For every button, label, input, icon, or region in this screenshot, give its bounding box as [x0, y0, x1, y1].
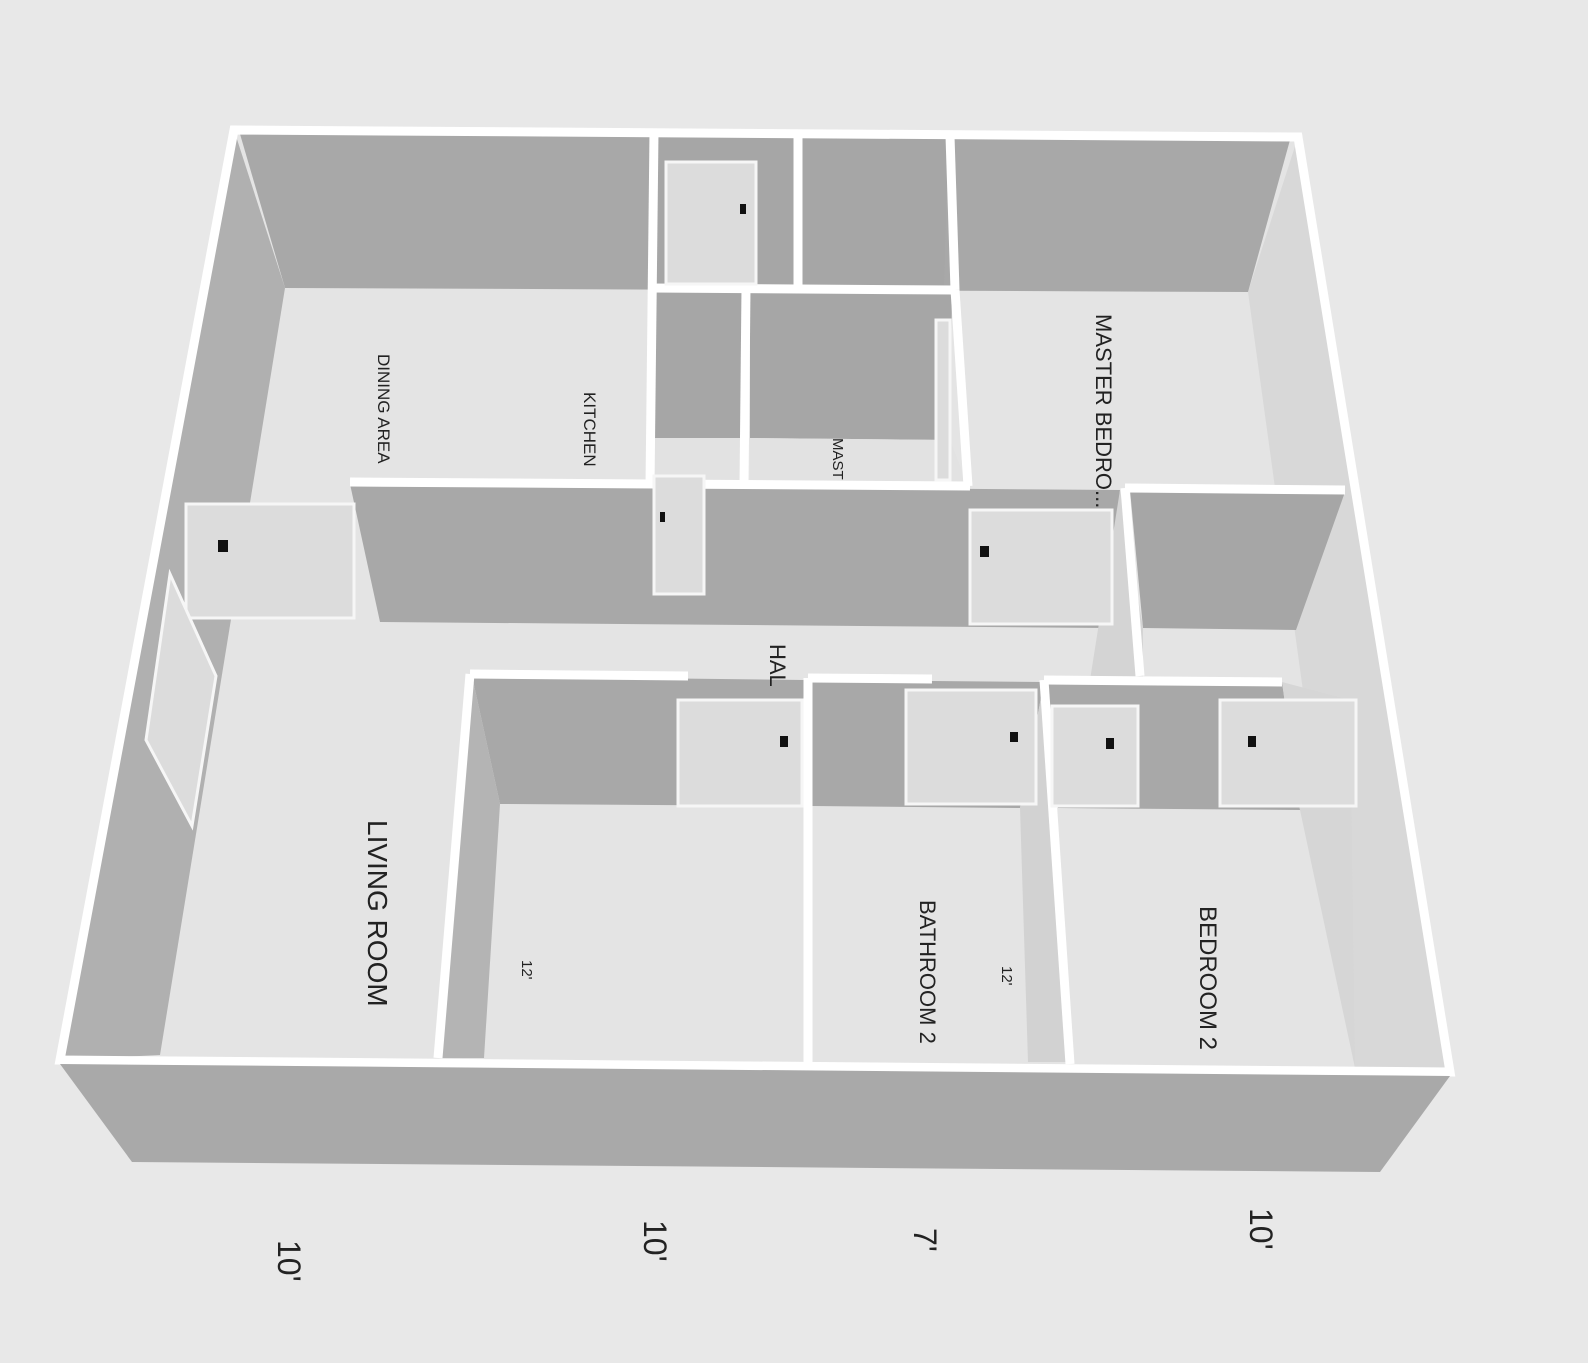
- door-dining-hall[interactable]: [184, 502, 356, 620]
- label-master-bedroom: MASTER BEDRO...: [1091, 314, 1116, 508]
- label-room-a-dim: 12': [518, 960, 535, 980]
- label-hall: HAL: [765, 644, 790, 687]
- door-master-bath[interactable]: [934, 318, 952, 482]
- label-bathroom-2: BATHROOM 2: [915, 900, 940, 1044]
- door-entrance[interactable]: [144, 568, 218, 831]
- wall-tops: [54, 125, 1456, 1077]
- doors: [144, 160, 1358, 831]
- label-room-b-dim: 12': [998, 966, 1015, 986]
- master-bath-floor: [750, 438, 968, 486]
- dimension-label: 10': [637, 1220, 673, 1262]
- door-bed2-closet[interactable]: [1050, 704, 1140, 808]
- master-bath-wall: [750, 290, 952, 440]
- label-dining-area: DINING AREA: [374, 354, 393, 464]
- dimension-label: 10': [1243, 1208, 1279, 1250]
- closet-wall-2: [800, 136, 948, 290]
- label-living-room: LIVING ROOM: [362, 820, 393, 1007]
- right-wall-side: [1248, 137, 1450, 1072]
- bottom-wall-face: [60, 1064, 1450, 1172]
- door-master[interactable]: [968, 508, 1114, 626]
- door-room-a[interactable]: [676, 698, 804, 808]
- label-master-bath: MAST: [829, 438, 846, 480]
- dimension-labels: 10' 10' 7' 10': [271, 1208, 1279, 1282]
- dimension-label: 10': [271, 1240, 307, 1282]
- door-bath2[interactable]: [904, 688, 1038, 806]
- closet-wall-3: [654, 290, 744, 438]
- closet-floor-3: [652, 438, 742, 484]
- door-closet-mid[interactable]: [652, 474, 706, 596]
- dimension-label: 7': [907, 1228, 943, 1252]
- room-labels: DINING AREA KITCHEN MASTER BEDRO... MAST…: [362, 314, 1221, 1050]
- label-kitchen: KITCHEN: [580, 392, 599, 467]
- hall-north-wall: [350, 484, 1120, 628]
- label-bedroom-2: BEDROOM 2: [1194, 906, 1221, 1050]
- door-bed2[interactable]: [1218, 698, 1358, 808]
- hall-right-wall: [1090, 490, 1143, 680]
- mb-closet-wall: [1130, 490, 1345, 630]
- room-a-left-wall: [440, 676, 500, 1058]
- door-closet-top[interactable]: [664, 160, 758, 286]
